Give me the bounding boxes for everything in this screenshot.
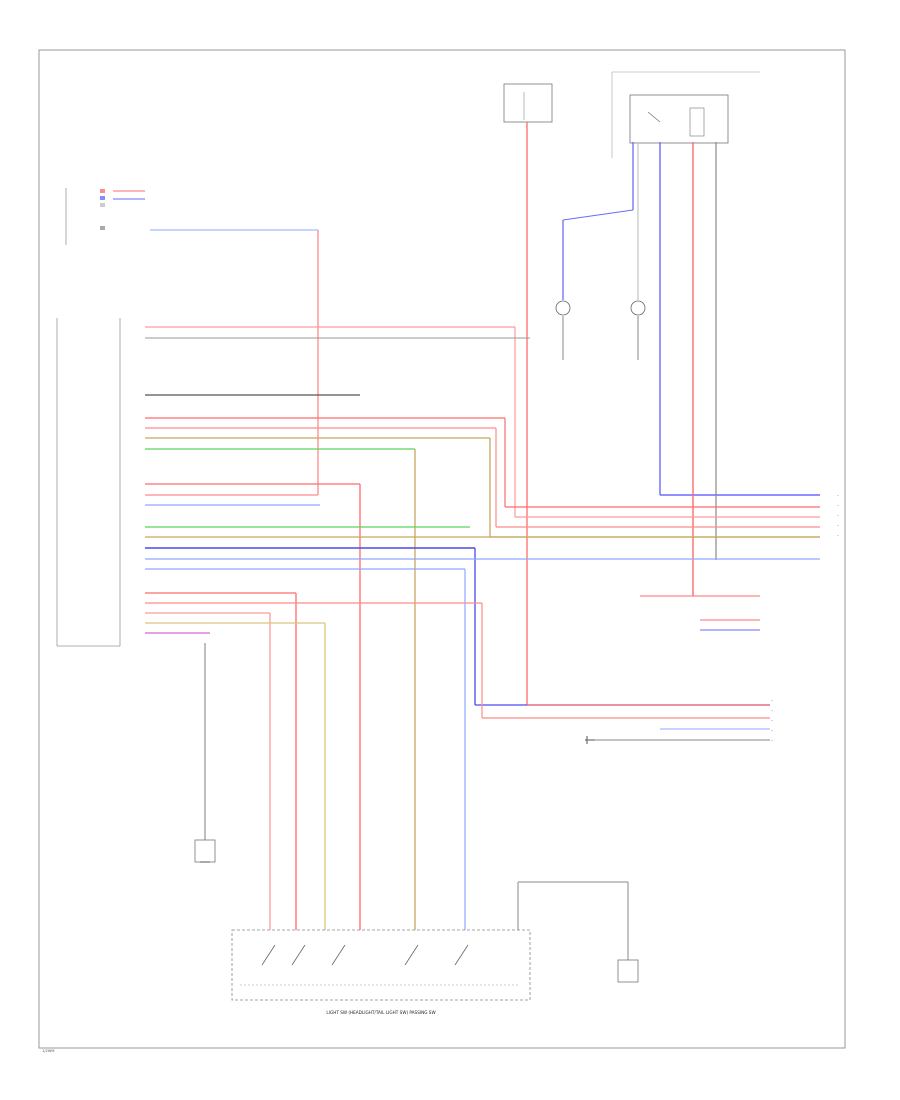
diagram-frame: [38, 49, 846, 1049]
ground-left: [194, 839, 216, 863]
ground-right: [517, 881, 639, 983]
right-edge-connectors: [771, 495, 839, 745]
ground-mid: [585, 736, 595, 744]
left-lamp: [555, 300, 571, 360]
top-fuse-box: [503, 83, 553, 123]
main-ecu-box: [56, 318, 121, 647]
switch-title: LIGHT SW (HEADLIGHT/TAIL LIGHT SW) PASSI…: [326, 1010, 435, 1015]
left-top-connector: [65, 188, 318, 245]
top-relay-box: [611, 71, 760, 158]
light-switch-box: [231, 929, 531, 1001]
page-code: 1/2WM: [42, 1049, 54, 1053]
right-lamp: [630, 300, 646, 360]
